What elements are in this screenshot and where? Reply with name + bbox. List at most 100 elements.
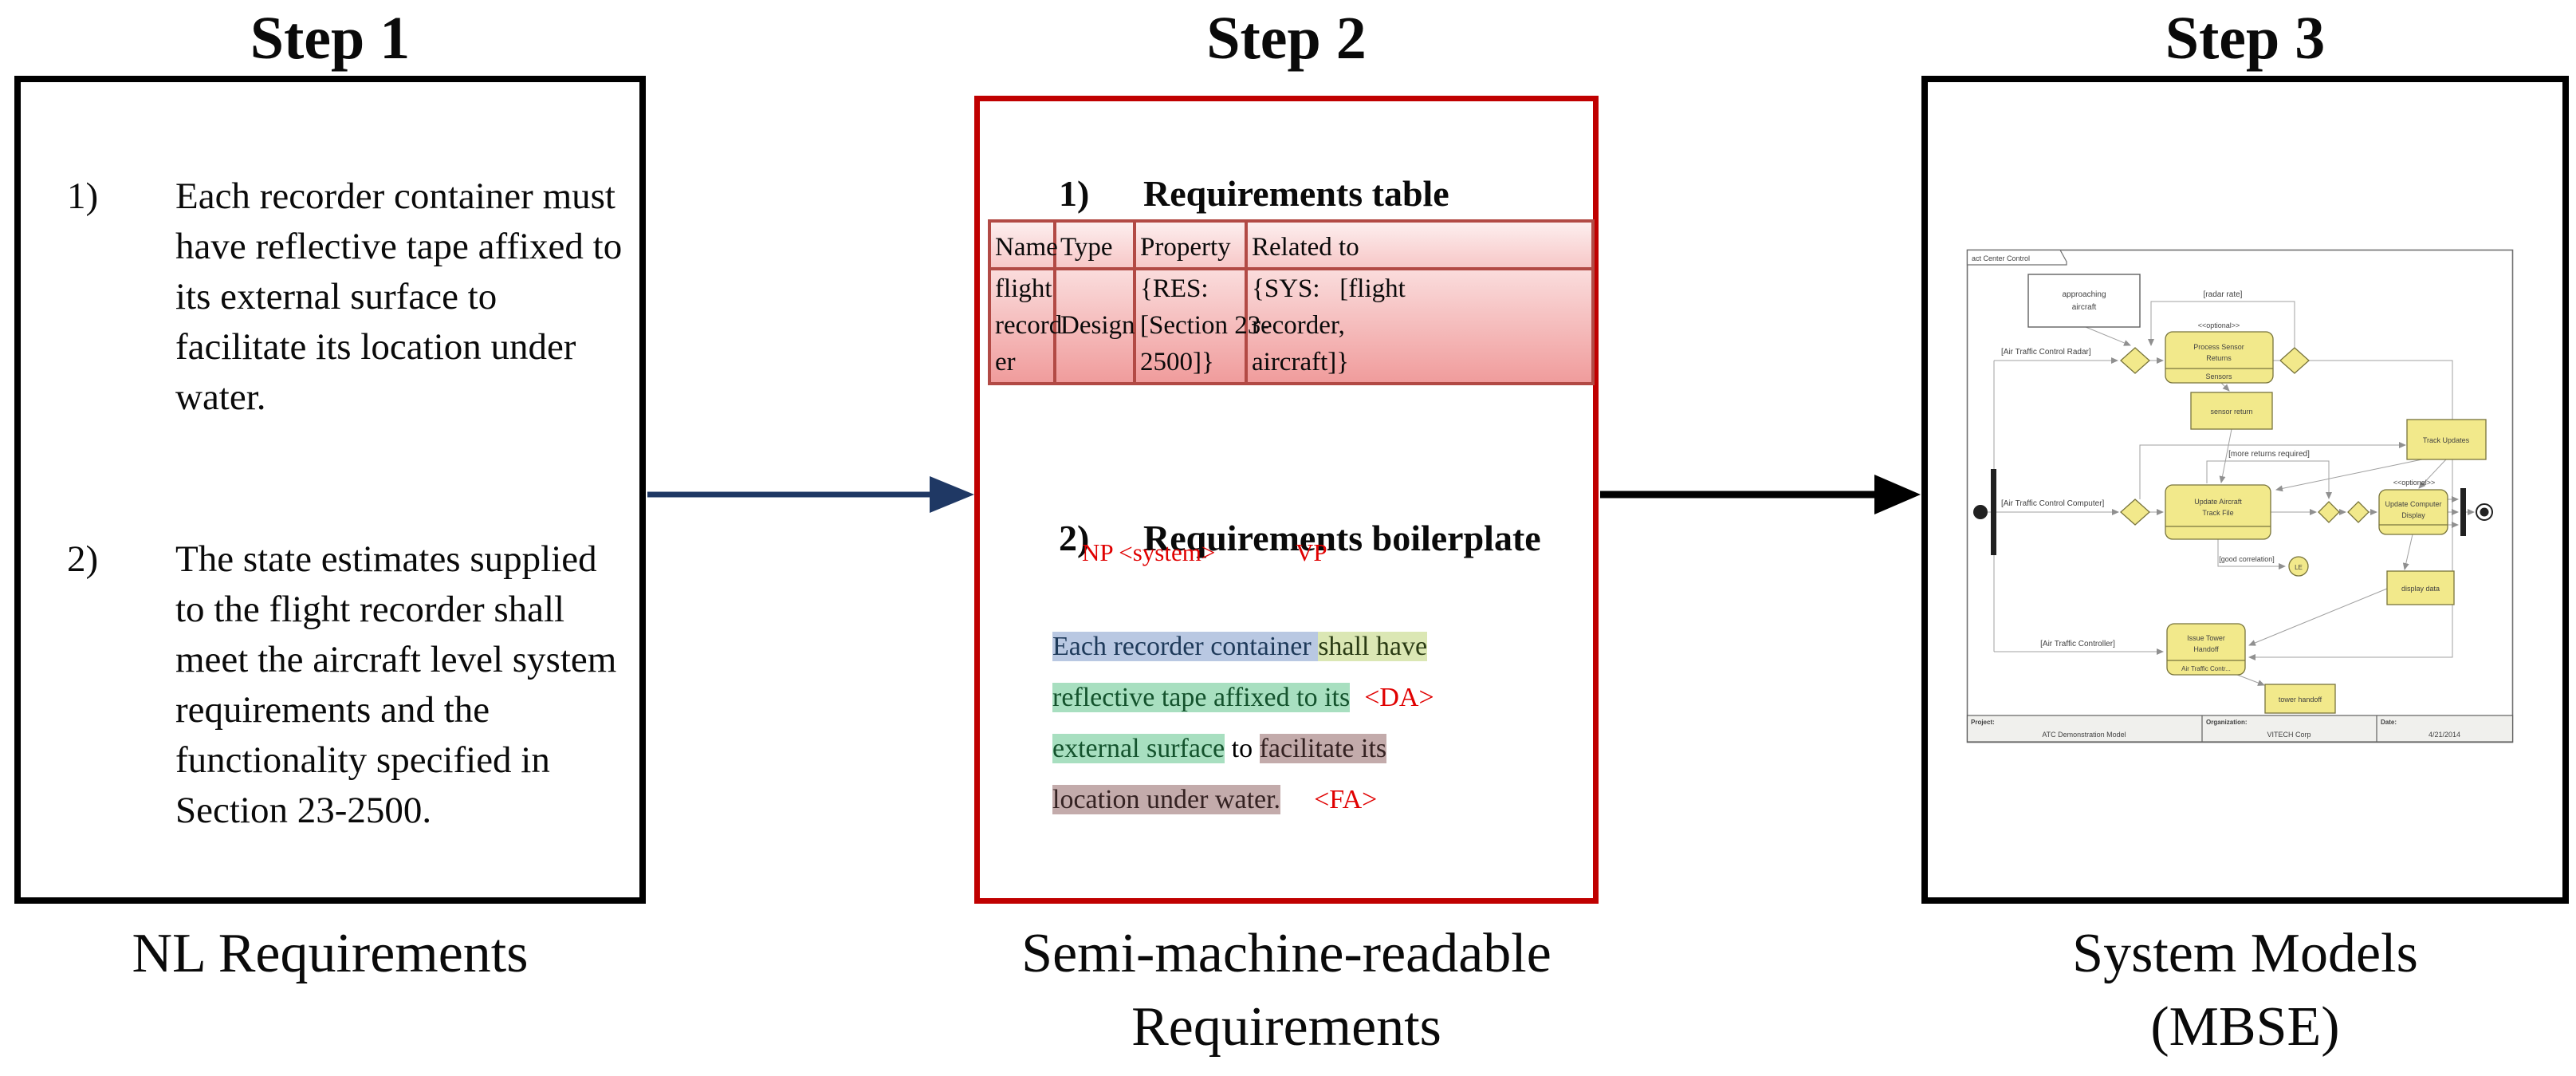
final-node — [2476, 503, 2493, 521]
system-models-panel: act Center Control — [1921, 76, 2569, 904]
fa-tag: <FA> — [1314, 785, 1378, 814]
decision-node — [2347, 501, 2370, 523]
object-node-sensor-return: sensor return — [2190, 392, 2273, 430]
arrowhead-icon — [1874, 475, 1921, 514]
semi-machine-readable-panel: 1)Requirements table Name Type Property … — [974, 96, 1599, 904]
action-label: Update Aircraft — [2194, 498, 2242, 506]
arrow-step2-to-step3 — [1600, 475, 1921, 514]
node-label: tower handoff — [2279, 696, 2322, 704]
titleblock-project-value: ATC Demonstration Model — [2042, 731, 2126, 739]
step2-title: Step 2 — [1206, 5, 1367, 72]
titleblock-organization-label: Organization: — [2206, 719, 2248, 726]
connector-node-le: LE — [2288, 556, 2309, 577]
action-label: Handoff — [2193, 645, 2219, 653]
heading-label: Requirements boilerplate — [1143, 518, 1541, 558]
fork-bar — [1991, 469, 1996, 555]
diagram-title-block: Project: ATC Demonstration Model Organiz… — [1966, 715, 2514, 743]
heading-number: 2) — [1059, 518, 1090, 558]
guard-lane-radar: [Air Traffic Control Radar] — [2001, 348, 2091, 357]
cell-type: Design — [1053, 267, 1136, 385]
titleblock-project-label: Project: — [1971, 719, 1995, 726]
heading-number: 1) — [1059, 173, 1090, 214]
boilerplate-text: Each recorder container shall have refle… — [998, 570, 1434, 814]
decision-node — [2318, 501, 2340, 523]
step3-title: Step 3 — [2165, 5, 2326, 72]
boilerplate-line-2: reflective tape affixed to its <DA> — [998, 621, 1434, 712]
list-item: 2) The state estimates supplied to the f… — [67, 534, 654, 836]
sysml-activity-diagram: act Center Control — [1966, 249, 2514, 743]
column-header-property: Property — [1133, 219, 1248, 270]
list-item-number: 1) — [67, 175, 99, 217]
node-label: Track Updates — [2423, 436, 2470, 444]
diagram-connectors — [1988, 301, 2475, 686]
panel1-caption: NL Requirements — [132, 923, 529, 984]
guard-radar-rate: [radar rate] — [2204, 290, 2243, 299]
action-label: Update Computer — [2385, 500, 2441, 508]
cell-related: {SYS: [flight recorder, aircraft]} — [1245, 267, 1595, 385]
stereotype-label: <<optional>> — [2198, 321, 2240, 329]
stereotype-label: <<optional>> — [2393, 479, 2436, 487]
table-header-row: Name Type Property Related to — [988, 219, 1595, 270]
column-header-name: Name — [988, 219, 1058, 270]
compartment-label: Air Traffic Contr... — [2181, 665, 2231, 672]
compartment-label: Sensors — [2205, 372, 2232, 380]
column-header-related: Related to — [1245, 219, 1595, 270]
boilerplate-line-4: location under water. <FA> — [998, 723, 1434, 814]
action-label: Display — [2401, 511, 2425, 519]
object-node-tower-handoff: tower handoff — [2264, 684, 2336, 714]
boilerplate-line-1: Each recorder container shall have — [998, 570, 1434, 661]
plain-text: to — [1225, 734, 1260, 763]
action-label: Track File — [2202, 509, 2233, 517]
action-label: Returns — [2206, 354, 2232, 362]
boilerplate-line-3: external surface to facilitate its — [998, 672, 1434, 763]
np-system-tag: NP <system> — [1082, 538, 1216, 566]
arrowhead-icon — [930, 476, 974, 513]
action-issue-tower-handoff: Issue Tower Handoff Air Traffic Contr... — [2166, 623, 2246, 676]
list-item-text: The state estimates supplied to the flig… — [175, 538, 617, 831]
arrow-step1-to-step2 — [647, 476, 974, 513]
panel3-caption: System Models (MBSE) — [2072, 923, 2418, 1058]
list-item: 1) Each recorder container must have ref… — [67, 171, 654, 423]
list-item-text: Each recorder container must have reflec… — [175, 175, 623, 418]
object-node-display-data: display data — [2386, 570, 2455, 605]
action-update-computer-display: <<optional>> Update Computer Display — [2378, 479, 2448, 535]
cell-name: flight record er — [988, 267, 1062, 385]
column-header-type: Type — [1053, 219, 1136, 270]
object-node-track-updates: Track Updates — [2406, 419, 2487, 460]
da-tag: <DA> — [1364, 683, 1434, 712]
action-label: Process Sensor — [2193, 343, 2244, 351]
frame-tab-label: act Center Control — [1972, 254, 2030, 262]
vp-highlight: shall have — [1318, 632, 1428, 661]
da-highlight: reflective tape affixed to its — [1052, 683, 1351, 712]
join-bar — [2460, 488, 2466, 536]
requirements-boilerplate-heading: 2) Requirements boilerplate — [1004, 475, 1541, 601]
node-label: aircraft — [2072, 303, 2097, 312]
table-row: flight record er Design {RES: [Section 2… — [988, 267, 1595, 385]
fa-highlight: facilitate its — [1259, 734, 1387, 763]
cell-property: {RES: [Section 23- 2500]} — [1133, 267, 1269, 385]
requirements-table-heading: 1)Requirements table — [1004, 130, 1449, 257]
guard-good-correlation: [good correlation] — [2219, 555, 2275, 563]
action-update-aircraft-track-file: Update Aircraft Track File — [2165, 484, 2271, 540]
frame-tab — [1966, 249, 2067, 266]
guard-lane-controller: [Air Traffic Controller] — [2040, 640, 2115, 648]
nl-requirements-panel: 1) Each recorder container must have ref… — [14, 76, 646, 904]
decision-node — [2120, 347, 2150, 374]
requirements-table: Name Type Property Related to flight rec… — [988, 219, 1595, 385]
object-node-approaching-aircraft: approaching aircraft — [2027, 274, 2141, 328]
titleblock-organization-value: VITECH Corp — [2267, 731, 2311, 739]
titleblock-date-value: 4/21/2014 — [2429, 731, 2460, 739]
decision-node — [2279, 347, 2310, 374]
vp-tag: VP — [1296, 538, 1327, 566]
decision-node — [2120, 499, 2150, 526]
node-label: approaching — [2062, 290, 2106, 299]
titleblock-date-label: Date: — [2381, 719, 2397, 726]
action-label: Issue Tower — [2187, 634, 2225, 642]
guard-more-returns: [more returns required] — [2228, 450, 2310, 459]
fa-highlight: location under water. — [1052, 785, 1281, 814]
node-label: LE — [2295, 564, 2303, 571]
node-label: display data — [2401, 585, 2440, 593]
nl-requirements-list: 1) Each recorder container must have ref… — [67, 171, 654, 836]
panel2-caption: Semi-machine-readable Requirements — [1021, 923, 1551, 1058]
